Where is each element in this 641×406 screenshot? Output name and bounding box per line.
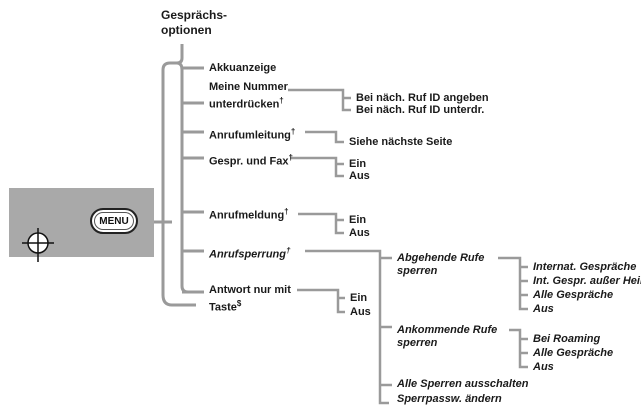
menu-item-akkuanzeige[interactable]: Akkuanzeige — [209, 62, 277, 74]
menu-item-gespr-und-fax[interactable]: Gespr. und Fax† — [209, 153, 293, 168]
antwort-connector — [297, 288, 345, 314]
meldung-connector — [298, 212, 344, 235]
option-ankommende-rufe-sperren[interactable]: Ankommende Rufe sperren — [397, 324, 498, 349]
sperrung-connector — [305, 249, 389, 405]
menu-item-antwort-nur-mit-taste[interactable]: Antwort nur mit Taste$ — [209, 284, 291, 314]
menu-item-anrufsperrung[interactable]: Anrufsperrung† — [209, 246, 291, 261]
option-fax-aus[interactable]: Aus — [349, 170, 370, 182]
option-internat-gespraeche[interactable]: Internat. Gespräche — [533, 261, 637, 273]
option-alle-sperren-ausschalten[interactable]: Alle Sperren ausschalten — [397, 378, 529, 390]
menu-item-anrufmeldung[interactable]: Anrufmeldung† — [209, 207, 289, 222]
option-abgehend-alle-gespraeche[interactable]: Alle Gespräche — [533, 289, 614, 301]
option-sperrpassw-aendern[interactable]: Sperrpassw. ändern — [397, 393, 502, 405]
option-meldung-aus[interactable]: Aus — [349, 227, 370, 239]
root-title: Gesprächs- optionen — [161, 8, 228, 37]
abgehend-connector — [498, 256, 528, 311]
fax-connector — [290, 156, 344, 178]
option-fax-ein[interactable]: Ein — [349, 158, 367, 170]
nummer-connector — [288, 88, 351, 112]
option-antwort-aus[interactable]: Aus — [350, 306, 371, 318]
umleitung-connector — [305, 130, 344, 144]
option-abgehende-rufe-sperren[interactable]: Abgehende Rufe sperren — [397, 252, 485, 277]
option-meldung-ein[interactable]: Ein — [349, 214, 367, 226]
option-int-gespr-ausser-heim[interactable]: Int. Gespr. außer Heim — [533, 275, 641, 287]
option-id-angeben[interactable]: Bei näch. Ruf ID angeben — [356, 92, 489, 104]
option-abgehend-aus[interactable]: Aus — [533, 303, 554, 315]
option-bei-roaming[interactable]: Bei Roaming — [533, 333, 601, 345]
option-siehe-naechste-seite[interactable]: Siehe nächste Seite — [349, 136, 453, 148]
option-ankommend-alle-gespraeche[interactable]: Alle Gespräche — [533, 347, 614, 359]
crosshair-icon[interactable] — [22, 228, 54, 262]
option-id-unterdr[interactable]: Bei näch. Ruf ID unterdr. — [356, 104, 485, 116]
menu-item-anrufumleitung[interactable]: Anrufumleitung† — [209, 127, 296, 142]
main-bracket — [161, 44, 204, 307]
menu-item-meine-nummer[interactable]: Meine Nummer unterdrücken† — [209, 81, 288, 111]
option-antwort-ein[interactable]: Ein — [350, 292, 368, 304]
menu-button[interactable]: MENU — [90, 208, 138, 234]
ankommend-connector — [509, 328, 528, 369]
option-ankommend-aus[interactable]: Aus — [533, 361, 554, 373]
